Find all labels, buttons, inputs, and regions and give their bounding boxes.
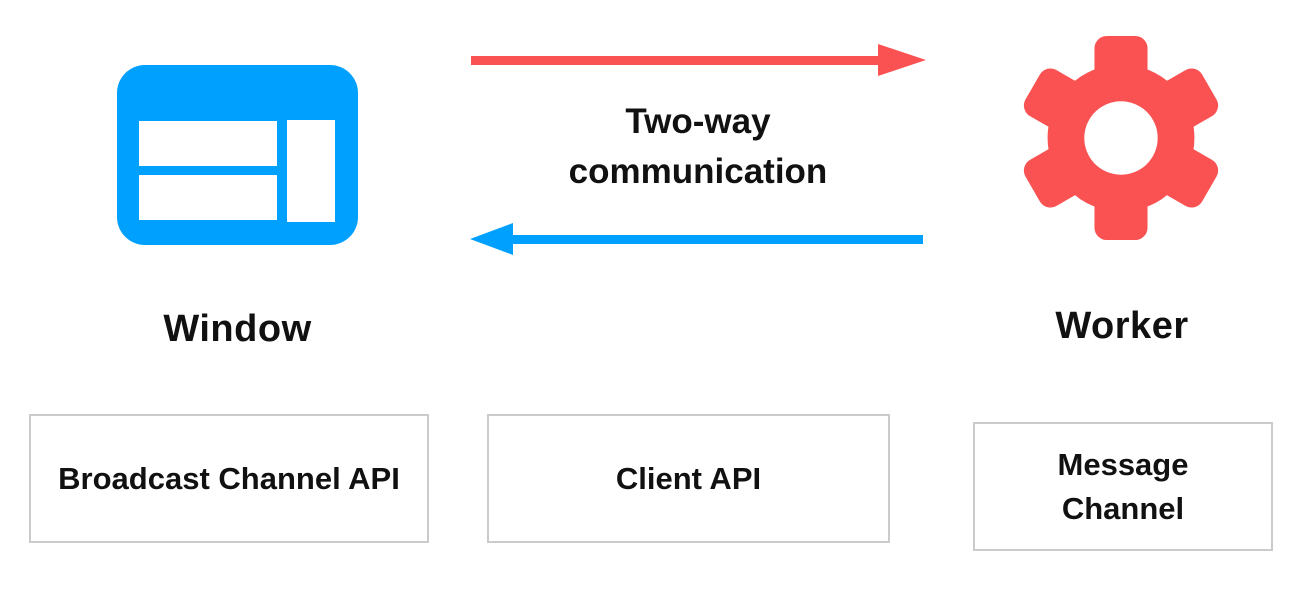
- window-content-row-icon: [139, 175, 277, 220]
- window-label: Window: [163, 308, 312, 350]
- message-channel-label: Message Channel: [1057, 446, 1189, 526]
- window-sidebar-panel-icon: [287, 120, 335, 222]
- worker-gear-icon: [1023, 36, 1219, 240]
- broadcast-channel-api-box: Broadcast Channel API: [29, 414, 429, 543]
- two-way-communication-label: Two-way communication: [568, 102, 828, 191]
- window-content-row-icon: [139, 121, 277, 166]
- client-api-box: Client API: [487, 414, 890, 543]
- arrow-worker-to-window-head-icon: [470, 223, 513, 255]
- message-channel-box: Message Channel: [973, 422, 1273, 551]
- browser-window-icon: [117, 65, 358, 245]
- broadcast-channel-api-label: Broadcast Channel API: [58, 460, 400, 496]
- arrow-window-to-worker-head-icon: [878, 44, 926, 76]
- arrow-worker-to-window-shaft: [513, 235, 923, 244]
- arrow-window-to-worker-shaft: [471, 56, 878, 65]
- worker-label: Worker: [1055, 305, 1189, 347]
- client-api-label: Client API: [615, 460, 762, 496]
